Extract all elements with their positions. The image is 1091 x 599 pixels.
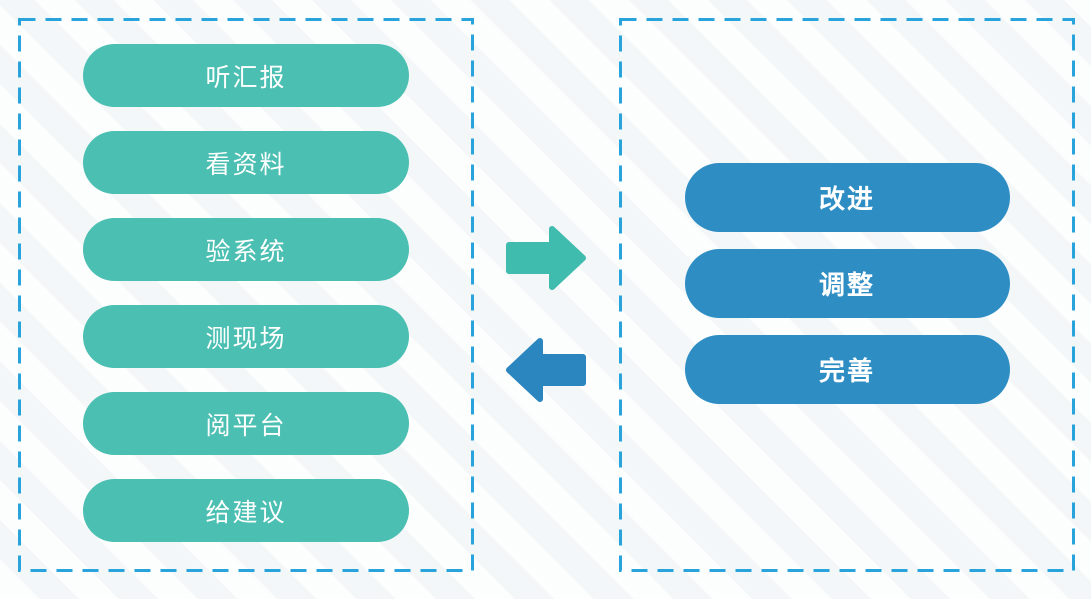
left-step-pill: 看资料 bbox=[83, 131, 409, 194]
left-step-label: 测现场 bbox=[205, 324, 287, 353]
left-step-pill: 给建议 bbox=[83, 479, 409, 542]
right-action-pill: 改进 bbox=[684, 162, 1010, 232]
left-step-pill: 测现场 bbox=[83, 305, 409, 368]
left-step-label: 给建议 bbox=[205, 498, 287, 527]
backward-arrow-icon bbox=[506, 338, 586, 402]
right-action-label: 改进 bbox=[818, 183, 875, 214]
left-step-label: 阅平台 bbox=[205, 411, 287, 440]
forward-arrow-icon bbox=[506, 226, 586, 290]
left-step-pill: 阅平台 bbox=[83, 392, 409, 455]
right-action-pill: 完善 bbox=[684, 334, 1010, 404]
left-step-label: 看资料 bbox=[205, 150, 287, 179]
left-step-label: 验系统 bbox=[205, 237, 287, 266]
right-action-pill: 调整 bbox=[684, 248, 1010, 318]
left-step-label: 听汇报 bbox=[205, 63, 287, 92]
right-action-label: 调整 bbox=[818, 269, 875, 300]
right-action-label: 完善 bbox=[818, 355, 875, 386]
left-panel: 听汇报 看资料 验系统 测现场 阅平台 给建议 bbox=[18, 18, 474, 572]
left-step-pill: 听汇报 bbox=[83, 44, 409, 107]
right-panel: 改进 调整 完善 bbox=[619, 18, 1075, 572]
left-step-pill: 验系统 bbox=[83, 218, 409, 281]
